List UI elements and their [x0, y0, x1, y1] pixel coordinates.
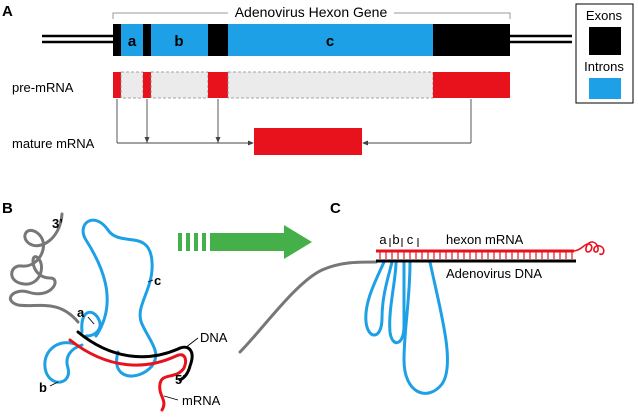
intron-b: [151, 24, 208, 56]
intron-c-label: c: [326, 33, 334, 50]
loop-c-c: [402, 260, 449, 395]
single-strand-dna-c: [238, 260, 378, 354]
mrna-label: mRNA: [182, 393, 221, 408]
intron-c: [228, 24, 433, 56]
exon-3: [208, 24, 228, 56]
hexon-mrna-label: hexon mRNA: [446, 232, 524, 247]
exon-2: [143, 24, 151, 56]
mrna-leader: [163, 395, 179, 401]
loop-b-leader: [49, 381, 59, 387]
splice-arrowheads: [144, 137, 368, 146]
dna-label: DNA: [200, 330, 228, 345]
mature-mrna: [254, 128, 362, 155]
mature-mrna-label: mature mRNA: [12, 136, 95, 151]
legend-exons-swatch: [589, 27, 621, 55]
panel-b-label: B: [2, 200, 13, 217]
loop-a: [80, 310, 102, 338]
intron-b-label: b: [174, 33, 183, 50]
loop-a-c: [364, 260, 394, 337]
dna-strand: [76, 330, 194, 382]
end-5-label: 5’: [175, 372, 186, 387]
panel-c-label: C: [330, 200, 341, 217]
loop-b: [43, 341, 84, 384]
exon-4: [433, 24, 510, 56]
gene-title: Adenovirus Hexon Gene: [235, 4, 388, 20]
single-strand-dna: [8, 212, 80, 324]
intron-a: [121, 24, 143, 56]
flanking-dna-right: [510, 34, 572, 44]
adenovirus-dna-label: Adenovirus DNA: [446, 266, 542, 281]
loop-c: [81, 218, 158, 378]
transition-arrow: [178, 225, 312, 259]
loop-b-label: b: [39, 380, 47, 395]
mrna-tail: [573, 241, 605, 256]
legend: Exons Introns: [575, 3, 634, 104]
legend-exons-label: Exons: [586, 8, 623, 23]
pre-mrna: [113, 71, 510, 99]
loop-a-label: a: [77, 305, 85, 320]
panel-a-label: A: [2, 3, 13, 20]
gene-title-bg: [228, 3, 394, 21]
c-loop-a-label: a: [379, 232, 387, 247]
splice-connectors: [116, 99, 472, 144]
legend-introns-swatch: [589, 78, 621, 99]
loop-c-leader: [147, 279, 154, 283]
exon-1: [113, 24, 121, 56]
loop-a-leader: [87, 316, 95, 325]
flanking-dna-left: [42, 34, 113, 44]
c-loop-b-label: b: [392, 232, 399, 247]
pre-mrna-label: pre-mRNA: [12, 80, 74, 95]
mrna-strand: [68, 338, 188, 412]
loop-c-label: c: [154, 273, 161, 288]
intron-a-label: a: [128, 33, 137, 50]
segment-ticks: [389, 238, 419, 247]
end-3-label: 3’: [52, 216, 63, 231]
loop-b-c: [388, 260, 406, 344]
dna-leader: [184, 337, 199, 349]
base-pairs: [379, 251, 573, 259]
c-loop-c-label: c: [407, 232, 414, 247]
legend-introns-label: Introns: [584, 59, 624, 74]
